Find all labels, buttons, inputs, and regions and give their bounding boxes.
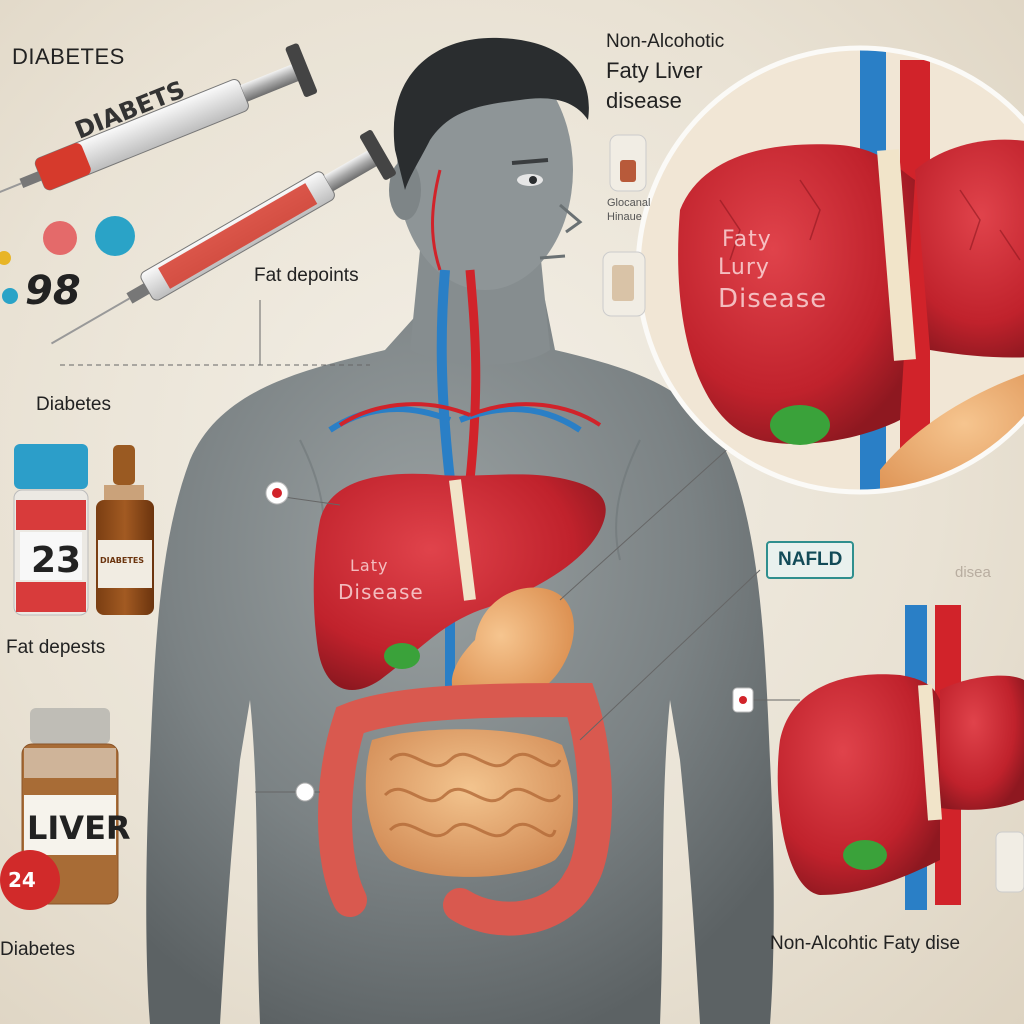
- red-badge: [0, 850, 60, 910]
- nafld-badge: NAFLD: [766, 541, 855, 579]
- label-fat-deposits-top: Fat depoints: [254, 265, 359, 286]
- colon: [318, 682, 612, 936]
- body-liver: [313, 473, 606, 690]
- zoom-inset: [635, 45, 1024, 495]
- gallbladder: [384, 643, 420, 669]
- syringe-2: [50, 130, 396, 345]
- title-line-1: Non-Alcohotic: [606, 31, 725, 52]
- bottom-caption: Non-Alcohtic Faty dise: [770, 933, 961, 954]
- body-liver-text-2: Disease: [338, 580, 424, 604]
- zoom-liver-text-1: Faty: [722, 227, 772, 252]
- label-fat-deposits-mid: Fat depests: [6, 637, 106, 658]
- title-line-2: Faty Liver: [606, 58, 703, 83]
- artery-neck: [465, 269, 481, 481]
- brown-bottle-label: DIABETES: [100, 556, 145, 565]
- marker-white: [295, 782, 315, 802]
- jar-label-liver: LIVER: [27, 809, 131, 847]
- zoom-liver-text-3: Disease: [718, 284, 828, 314]
- hair: [393, 37, 589, 191]
- small-intestines: [365, 729, 574, 877]
- syringe-1: [0, 43, 318, 203]
- small-label-2: Hinaue: [607, 211, 642, 223]
- digital-readout: 98: [25, 268, 81, 314]
- pill-blue: [95, 216, 135, 256]
- badge-number: 24: [8, 868, 36, 892]
- pill-red: [43, 221, 77, 255]
- label-diabetes-mid: Diabetes: [36, 394, 111, 415]
- zoom-liver-text-2: Lury: [718, 255, 770, 280]
- body-liver-text-1: Laty: [350, 556, 389, 575]
- title-line-3: disease: [606, 88, 682, 113]
- label-diabetes-top: DIABETES: [12, 44, 125, 69]
- bottle-number: 23: [31, 540, 82, 581]
- vein-neck: [436, 269, 455, 690]
- bottle-brown: [96, 445, 154, 615]
- bottle-blue-cap: [13, 444, 89, 616]
- human-figure: [146, 37, 774, 1024]
- label-diabetes-bottom: Diabetes: [0, 939, 75, 960]
- stomach: [451, 587, 574, 709]
- small-label-1: Glocanal: [607, 197, 651, 209]
- faded-text: disea: [955, 564, 991, 581]
- right-liver-diagram: [777, 605, 1024, 910]
